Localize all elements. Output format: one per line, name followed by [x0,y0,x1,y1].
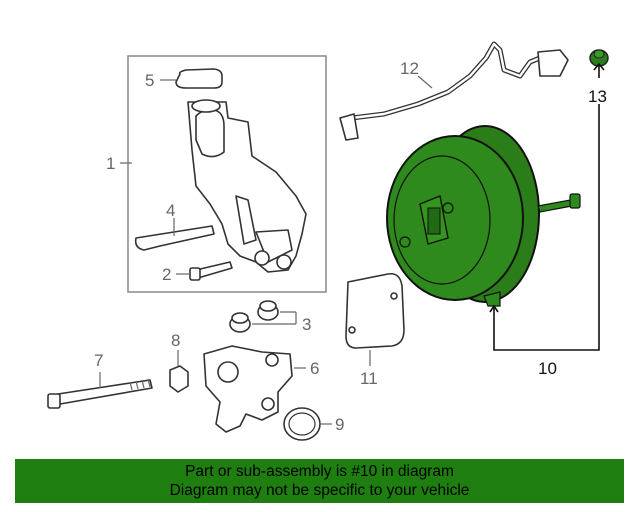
part-9-o-ring[interactable] [283,407,321,441]
part-2-bolt[interactable] [189,261,233,281]
callout-11: 11 [360,369,378,388]
part-13-grommet[interactable] [589,49,609,67]
banner-line-1: Part or sub-assembly is #10 in diagram [185,463,454,480]
callout-8: 8 [171,331,180,350]
callout-12: 12 [400,59,419,78]
callout-13: 13 [588,87,607,106]
part-4-bracket[interactable] [134,225,215,251]
callout-2: 2 [162,265,171,284]
banner-line-2: Diagram may not be specific to your vehi… [169,482,470,499]
part-5-seal[interactable] [175,68,223,89]
part-12-vacuum-hose[interactable] [339,41,569,141]
callout-10: 10 [538,359,557,378]
callout-9: 9 [335,415,344,434]
part-8-nut[interactable] [169,365,189,393]
callout-10-leader [493,104,600,351]
part-10-brake-booster[interactable] [386,125,581,307]
info-banner: Part or sub-assembly is #10 in diagram D… [15,459,624,503]
callout-6: 6 [310,359,319,378]
part-6-valve-housing[interactable] [203,345,293,433]
callout-1: 1 [106,154,115,173]
callout-3: 3 [302,315,311,334]
callout-5: 5 [145,71,154,90]
part-7-long-bolt[interactable] [47,378,153,409]
part-1-reservoir[interactable] [187,99,307,273]
part-3-grommets[interactable] [229,300,279,333]
part-11-gasket[interactable] [345,272,405,349]
callout-7: 7 [94,351,103,370]
reservoir-group-box [127,55,327,293]
callout-4: 4 [166,201,175,220]
